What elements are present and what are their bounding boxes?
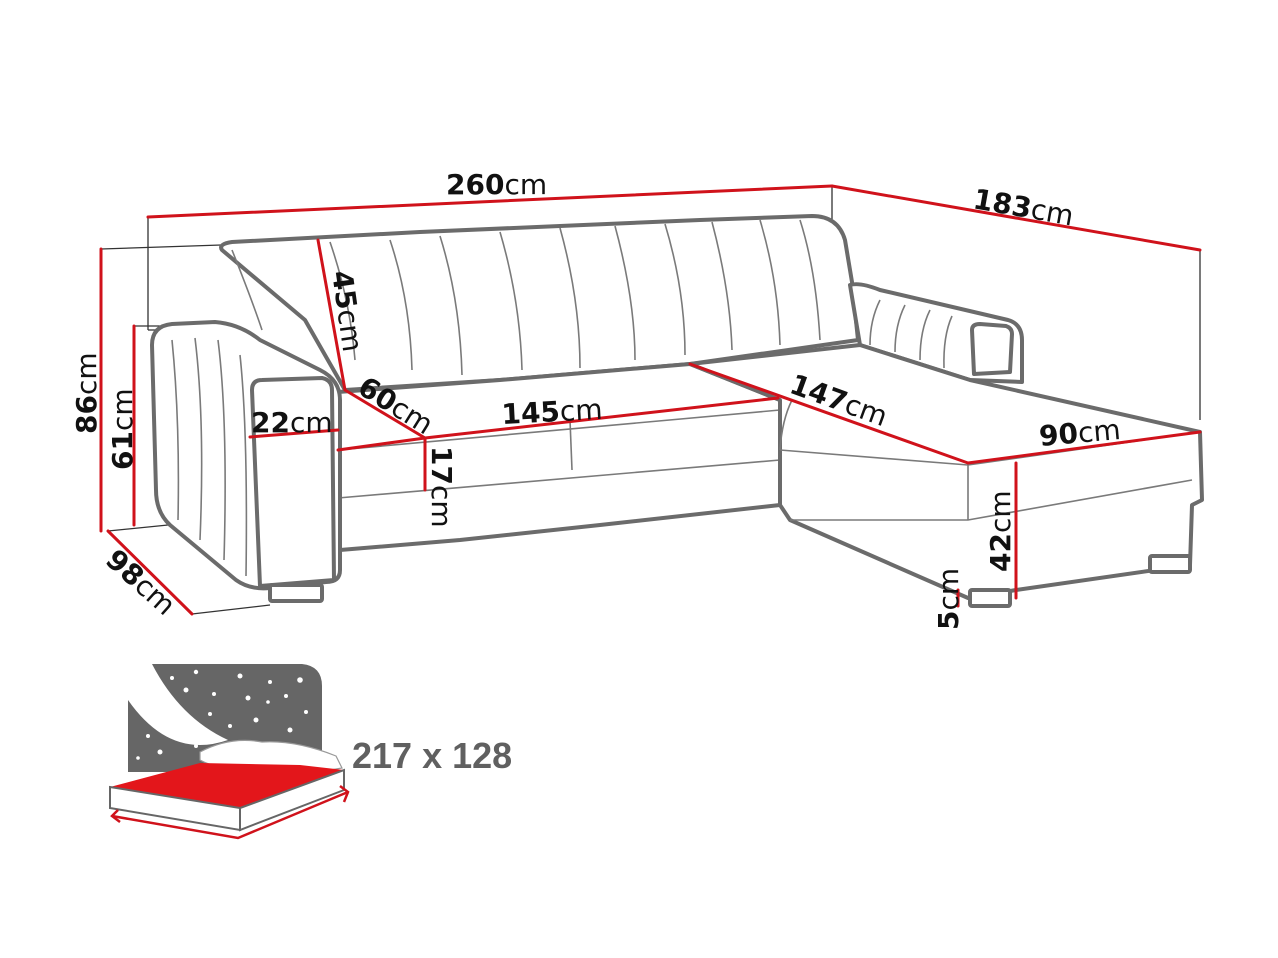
label-backrest-height: 45cm — [325, 268, 369, 353]
bed-icon — [109, 664, 350, 840]
label-total-width: 260cm — [446, 168, 547, 201]
label-chaise-width: 90cm — [1038, 413, 1122, 453]
stars-icon — [136, 669, 308, 760]
sofa-right-armrest — [848, 282, 1024, 384]
label-seat-width: 145cm — [501, 393, 604, 431]
label-leg-height: 5cm — [932, 568, 965, 630]
label-depth: 98cm — [99, 543, 182, 622]
label-armrest-width: 22cm — [251, 406, 333, 439]
label-chaise-length: 183cm — [971, 182, 1076, 232]
chaise-back-leg — [1148, 554, 1192, 574]
dimension-lines — [99, 184, 1202, 616]
label-total-height: 86cm — [70, 352, 103, 434]
label-seat-cushion: 17cm — [425, 446, 458, 528]
label-armrest-height: 61cm — [106, 388, 139, 470]
sofa-backrest — [219, 214, 860, 392]
sleeping-area-label: 217 x 128 — [352, 735, 512, 776]
guide-lines — [100, 186, 1201, 615]
sofa-left-armrest — [150, 320, 342, 603]
label-seat-height: 42cm — [984, 490, 1017, 572]
left-leg — [268, 583, 324, 603]
chaise-leg — [968, 588, 1012, 608]
